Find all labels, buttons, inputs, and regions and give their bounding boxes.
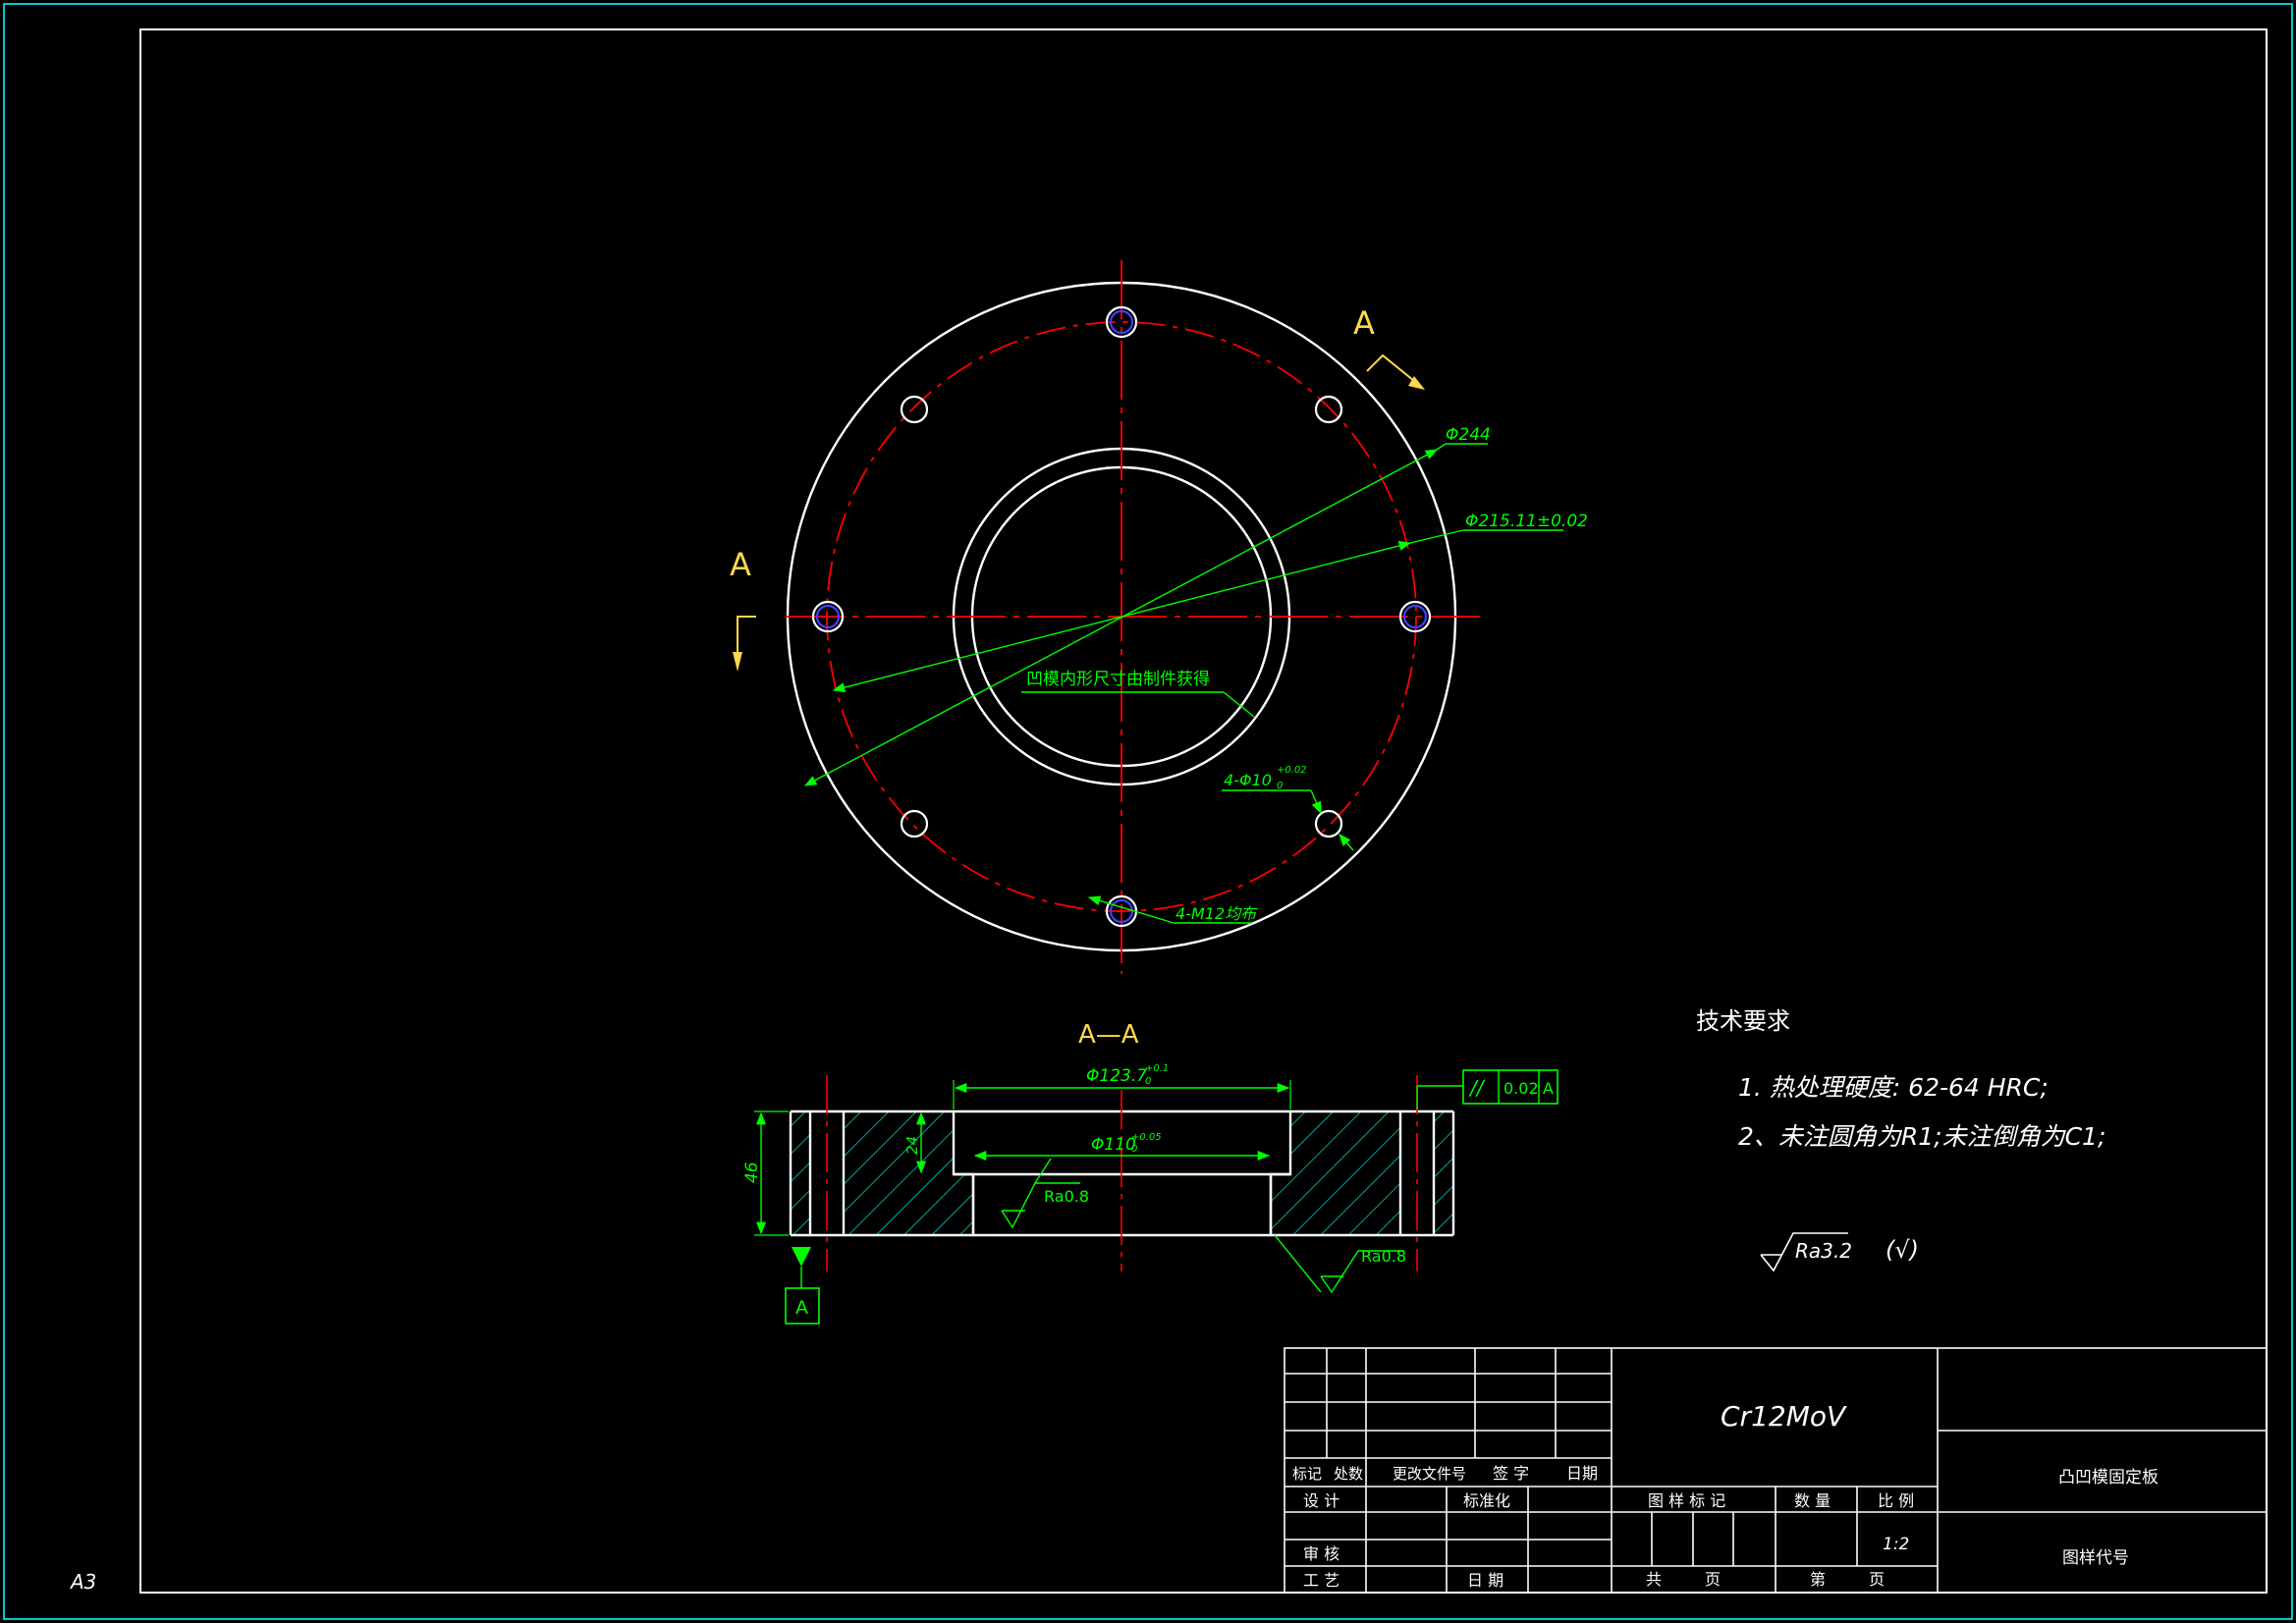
leader-threaded-holes xyxy=(1087,895,1175,924)
row-standardization: 标准化 xyxy=(1463,1491,1510,1510)
hatch-right-outer xyxy=(1434,1111,1453,1235)
leader-inner-note xyxy=(1223,691,1255,718)
note-inner-profile: 凹模内形尺寸由制件获得 xyxy=(1026,670,1210,689)
dim-outer-diameter: Φ244 xyxy=(1446,425,1491,445)
section-view: A—A xyxy=(742,1020,1558,1325)
general-roughness-suffix: (√) xyxy=(1886,1236,1919,1264)
tech-title: 技术要求 xyxy=(1696,1007,1790,1035)
leader-bolt-circle-ext xyxy=(1409,529,1464,544)
threaded-hole-top xyxy=(1105,305,1138,339)
hatch-left-outer xyxy=(791,1111,810,1235)
dim-pin-holes-tol-upper: +0.02 xyxy=(1277,765,1307,776)
dim-counterbore: Φ123.7 xyxy=(1086,1066,1147,1086)
sheet-size-label: A3 xyxy=(69,1570,96,1594)
col-scale: 比 例 xyxy=(1878,1491,1914,1510)
header-mark: 标记 xyxy=(1292,1465,1322,1483)
tech-requirements: 技术要求 1. 热处理硬度: 62-64 HRC; 2、未注圆角为R1;未注倒角… xyxy=(1696,1007,2105,1272)
scale-value: 1:2 xyxy=(1883,1535,1909,1554)
leader-pin-holes-2 xyxy=(1339,834,1354,851)
tech-item-2: 2、未注圆角为R1;未注倒角为C1; xyxy=(1738,1122,2105,1151)
general-roughness: Ra3.2 xyxy=(1795,1239,1852,1263)
roughness-symbol-2 xyxy=(1274,1234,1404,1294)
dim-bore: Φ110 xyxy=(1091,1135,1136,1155)
section-arrow-top xyxy=(1366,353,1420,386)
dim-threaded-holes: 4-M12均布 xyxy=(1175,904,1258,923)
datum-box xyxy=(785,1287,820,1325)
hatch-right-main xyxy=(1290,1111,1400,1235)
datum-label: A xyxy=(795,1297,808,1319)
dim-bore-tol-upper: +0.05 xyxy=(1131,1132,1162,1143)
dim-pin-holes: 4-Φ10 xyxy=(1224,771,1272,789)
pin-hole-bottom-left xyxy=(900,809,929,839)
dim-bore-tol-lower: 0 xyxy=(1131,1144,1137,1155)
header-date: 日期 xyxy=(1566,1464,1598,1483)
hatch-right-step xyxy=(1271,1174,1290,1235)
section-arrow-left xyxy=(737,616,756,658)
plan-view: A A Φ244 Φ215.11±0.02 凹模内形尺寸由制件获得 4-Φ10 … xyxy=(730,260,1588,974)
header-change-doc: 更改文件号 xyxy=(1393,1465,1466,1483)
pin-hole-top-left xyxy=(900,395,929,424)
general-roughness-symbol xyxy=(1760,1232,1848,1272)
drawing-frame xyxy=(139,28,2268,1594)
section-arrow-top-head xyxy=(1408,376,1425,390)
dim-step-depth: 24 xyxy=(903,1136,921,1155)
title-block xyxy=(1284,1347,2268,1594)
leader-bolt-circle xyxy=(832,540,1412,693)
col-quantity: 数 量 xyxy=(1794,1491,1831,1510)
outer-border xyxy=(3,3,2293,1620)
roughness-2: Ra0.8 xyxy=(1361,1247,1406,1266)
sheet-total: 共 xyxy=(1646,1570,1662,1589)
dim-bolt-circle: Φ215.11±0.02 xyxy=(1465,512,1588,531)
leader-outer-diameter-ext xyxy=(1436,443,1447,451)
row-date: 日 期 xyxy=(1467,1571,1503,1590)
section-mark-left: A xyxy=(730,546,751,583)
col-drawing-mark: 图 样 标 记 xyxy=(1648,1491,1725,1510)
row-design: 设 计 xyxy=(1303,1491,1339,1510)
hatch-left-step xyxy=(954,1174,973,1235)
roughness-1: Ra0.8 xyxy=(1044,1187,1089,1206)
row-review: 审 核 xyxy=(1303,1544,1339,1563)
part-name: 凸凹模固定板 xyxy=(2058,1468,2159,1488)
dim-height: 46 xyxy=(742,1162,762,1183)
header-signature: 签 字 xyxy=(1493,1464,1529,1483)
tolerance-frame xyxy=(1462,1069,1558,1105)
drawing-code-label: 图样代号 xyxy=(2062,1548,2129,1568)
header-count: 处数 xyxy=(1334,1465,1363,1483)
material: Cr12MoV xyxy=(1721,1400,1847,1433)
roughness-symbol-1 xyxy=(1001,1158,1080,1229)
section-mark-top: A xyxy=(1353,304,1375,342)
sheet-page2: 页 xyxy=(1869,1570,1885,1589)
dim-counterbore-tol-upper: +0.1 xyxy=(1145,1063,1169,1074)
section-arrow-left-head xyxy=(733,652,742,672)
leader-pin-holes xyxy=(1310,789,1322,815)
sheet-no: 第 xyxy=(1810,1570,1826,1589)
pin-hole-top-right xyxy=(1314,395,1343,424)
datum-triangle xyxy=(792,1247,811,1267)
title-block-text: Cr12MoV 凸凹模固定板 图样代号 标记 处数 更改文件号 签 字 日期 设… xyxy=(1292,1400,2159,1590)
threaded-hole-right xyxy=(1398,600,1432,633)
tech-item-1: 1. 热处理硬度: 62-64 HRC; xyxy=(1738,1073,2049,1102)
pin-hole-bottom-right xyxy=(1314,809,1343,839)
sheet-page: 页 xyxy=(1705,1570,1721,1589)
tolerance-value: 0.02 xyxy=(1503,1079,1539,1098)
hatch-left-main xyxy=(844,1111,954,1235)
row-process: 工 艺 xyxy=(1303,1571,1339,1590)
tolerance-datum: A xyxy=(1543,1079,1554,1098)
dim-pin-holes-tol-lower: 0 xyxy=(1277,781,1283,791)
tolerance-symbol: // xyxy=(1468,1076,1486,1100)
dim-counterbore-tol-lower: 0 xyxy=(1145,1076,1151,1087)
section-title: A—A xyxy=(1078,1020,1139,1050)
